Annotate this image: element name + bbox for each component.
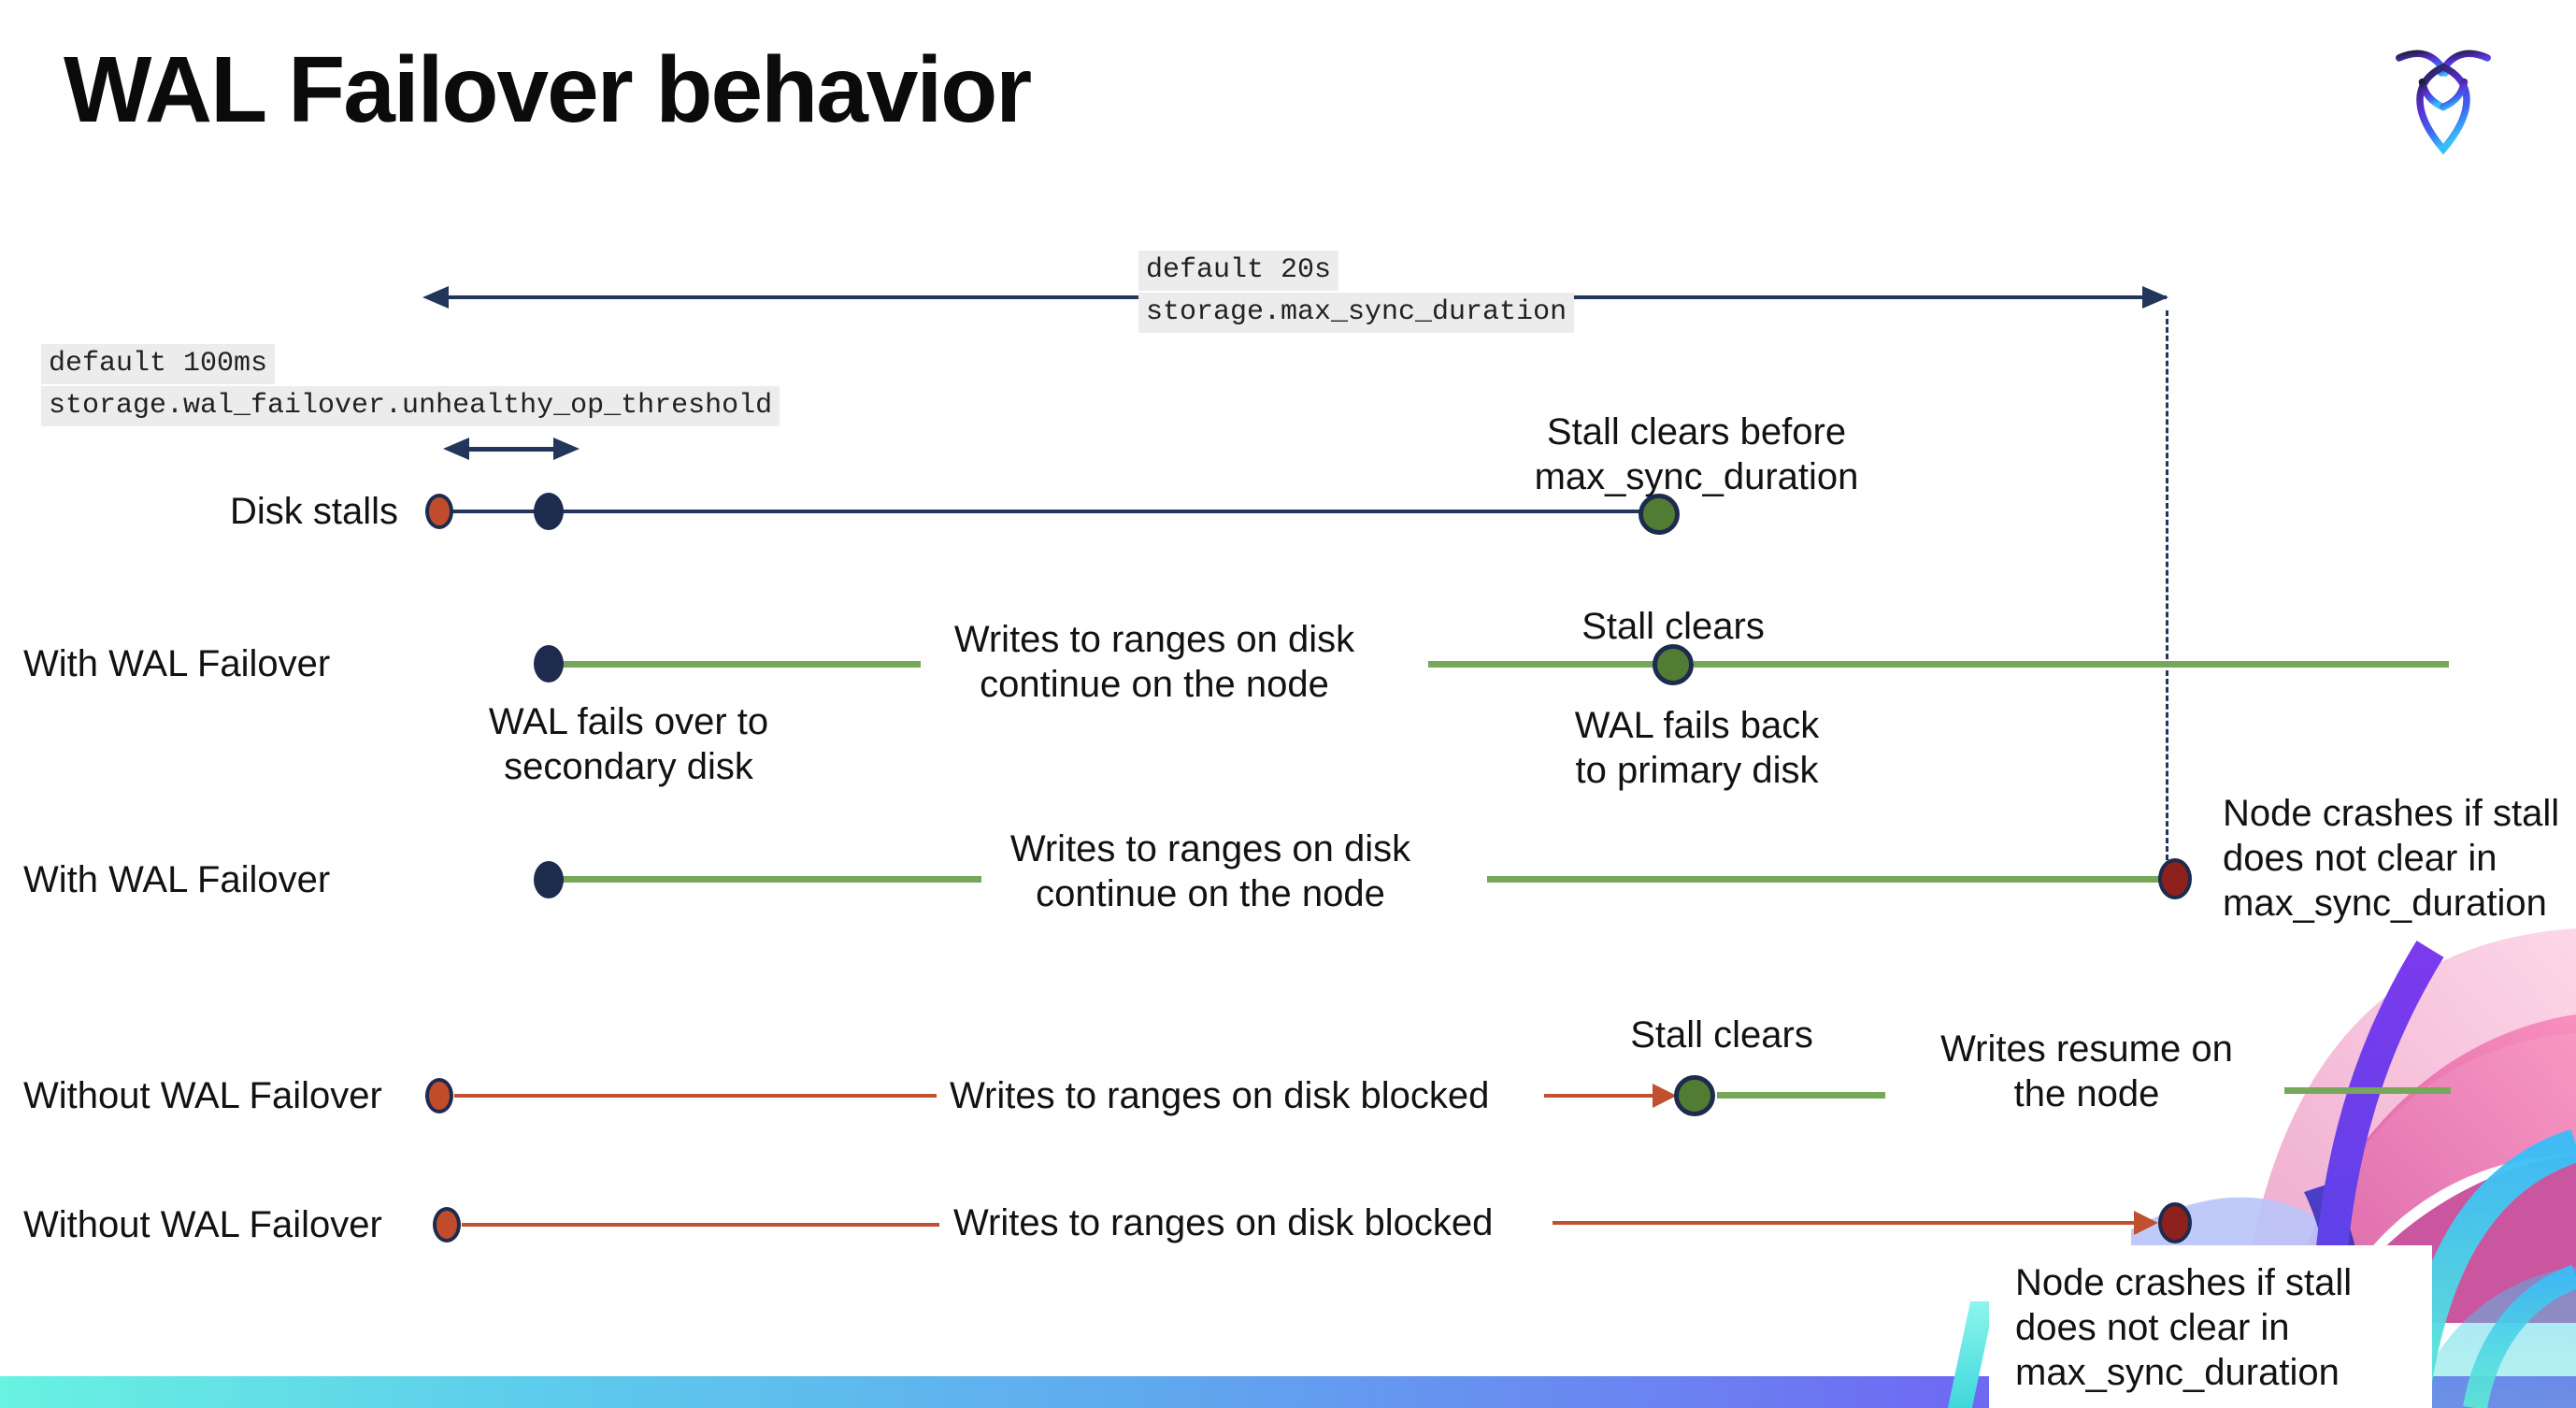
setting-default-value: default 100ms	[41, 344, 276, 384]
annotation-writes-continue: Writes to ranges on disk continue on the…	[953, 619, 1355, 705]
setting-max-sync-duration: default 20s storage.max_sync_duration	[1138, 251, 1575, 335]
blocked-segment	[454, 1094, 937, 1098]
annotation-writes-resume: Writes resume on the node	[1940, 1028, 2233, 1114]
setting-default-value: default 20s	[1138, 251, 1339, 291]
stall-start-dot	[433, 1207, 461, 1243]
annotation-node-crashes: Node crashes if stall does not clear in …	[2015, 1262, 2353, 1393]
blocked-segment	[1544, 1094, 1658, 1098]
annotation-writes-blocked: Writes to ranges on disk blocked	[950, 1075, 1490, 1116]
arrowhead-right-icon	[2134, 1211, 2158, 1235]
arrowhead-right-icon	[553, 438, 580, 460]
healthy-segment	[1694, 661, 2449, 668]
arrowhead-left-icon	[422, 286, 449, 309]
healthy-segment	[561, 661, 921, 668]
healthy-segment	[1487, 876, 2164, 883]
annotation-stall-clears: Stall clears	[1630, 1014, 1813, 1056]
arrowhead-right-icon	[2142, 286, 2168, 309]
threshold-arrow-line	[465, 447, 553, 452]
annotation-writes-continue: Writes to ranges on disk continue on the…	[1009, 828, 1411, 914]
row-label-with-wal-failover: With WAL Failover	[23, 643, 331, 684]
healthy-segment	[1717, 1092, 1885, 1099]
node-crash-dot	[2158, 1202, 2192, 1243]
failover-dot	[534, 645, 564, 682]
stall-start-dot	[425, 494, 453, 529]
crash-note-box: Node crashes if stall does not clear in …	[1989, 1245, 2432, 1408]
node-crash-dot	[2158, 858, 2192, 899]
timeline-row1	[439, 510, 1659, 513]
cockroachdb-logo-icon	[2396, 50, 2491, 155]
healthy-segment	[561, 876, 981, 883]
annotation-writes-blocked: Writes to ranges on disk blocked	[953, 1202, 1494, 1243]
arrowhead-right-icon	[1653, 1084, 1677, 1108]
failover-dot	[534, 861, 564, 898]
stall-clear-dot	[1653, 644, 1694, 685]
stall-start-dot	[425, 1078, 453, 1113]
max-sync-deadline-dashed-line	[2166, 310, 2168, 860]
row-label-without-wal-failover: Without WAL Failover	[23, 1204, 382, 1245]
annotation-wal-fails-back: WAL fails back to primary disk	[1574, 705, 1820, 791]
stall-clear-dot	[1674, 1075, 1715, 1116]
arrowhead-left-icon	[443, 438, 469, 460]
row-label-without-wal-failover: Without WAL Failover	[23, 1075, 382, 1116]
stall-clear-dot	[1639, 494, 1680, 535]
row-label-disk-stalls: Disk stalls	[230, 491, 399, 532]
setting-name: storage.max_sync_duration	[1138, 293, 1575, 333]
annotation-stall-clears: Stall clears	[1581, 606, 1765, 647]
threshold-dot	[534, 493, 564, 530]
annotation-wal-fails-over: WAL fails over to secondary disk	[488, 701, 769, 787]
blocked-segment	[1553, 1221, 2134, 1225]
healthy-segment	[1428, 661, 1657, 668]
annotation-node-crashes: Node crashes if stall does not clear in …	[2223, 793, 2560, 924]
annotation-stall-clears-before: Stall clears before max_sync_duration	[1534, 411, 1859, 497]
healthy-segment	[2284, 1087, 2451, 1094]
setting-name: storage.wal_failover.unhealthy_op_thresh…	[41, 386, 780, 426]
page-title: WAL Failover behavior	[64, 37, 1032, 142]
row-label-with-wal-failover: With WAL Failover	[23, 859, 331, 900]
blocked-segment	[462, 1223, 939, 1227]
setting-unhealthy-op-threshold: default 100ms storage.wal_failover.unhea…	[41, 344, 780, 428]
